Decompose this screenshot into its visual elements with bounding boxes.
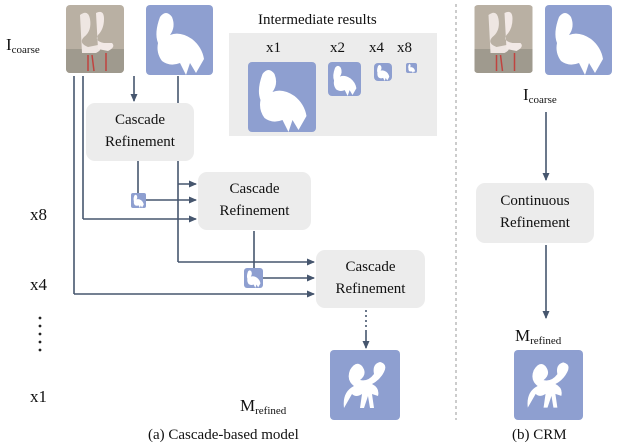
output-label-a: Mrefined [240,396,287,417]
scale-label-x4: x4 [369,40,384,56]
input-label-b: Icoarse [523,85,557,106]
coarse-mask-a [146,5,213,75]
scale-label-x8: x8 [397,40,412,56]
flamingo-image-icon [66,5,124,73]
caption-b: (b) CRM [512,427,567,443]
intermediate-title: Intermediate results [258,12,377,28]
row-label-x4: x4 [30,275,47,294]
refine-label-line1: Cascade [345,259,396,276]
intermediate-mask-x4 [374,63,392,81]
intermediate-mask-x8 [406,63,417,73]
scale-label-x2: x2 [330,40,345,56]
mask-silhouette-icon [555,13,603,75]
refined-mask-b [514,350,583,420]
refine-label-line1: Continuous [500,193,570,210]
row-label-x1: x1 [30,387,47,406]
flamingo-mask-icon [527,362,569,408]
intermediate-mask-x2 [328,62,361,96]
scale-label-x1: x1 [266,40,281,56]
refine-label-line2: Refinement [105,134,175,150]
flamingo-mask-icon [343,362,386,408]
refined-mask-a [330,350,400,420]
row-label-x8: x8 [30,205,47,224]
step-mask-small [131,193,146,208]
step-mask-medium [244,268,263,288]
coarse-mask-b [545,5,612,75]
ellipsis-dots [38,316,42,352]
input-label-a: Icoarse [6,35,40,56]
intermediate-mask-x1 [248,62,316,132]
flamingo-photo-b [474,5,533,73]
mask-silhouette-icon [156,13,204,75]
refine-label-line2: Refinement [335,281,406,297]
refine-label-line1: Cascade [229,181,280,198]
caption-a: (a) Cascade-based model [148,427,299,443]
refine-label-line2: Refinement [500,215,570,231]
refine-label-line1: Cascade [115,112,165,129]
cascade-refinement-box-2: Cascade Refinement [198,172,311,230]
flamingo-photo-a [66,5,124,73]
cascade-refinement-box-3: Cascade Refinement [316,250,425,308]
continuous-refinement-box: Continuous Refinement [476,183,594,243]
cascade-refinement-box-1: Cascade Refinement [86,103,194,161]
output-label-b: Mrefined [515,326,562,347]
flamingo-image-icon [474,5,533,73]
refine-label-line2: Refinement [219,203,290,219]
